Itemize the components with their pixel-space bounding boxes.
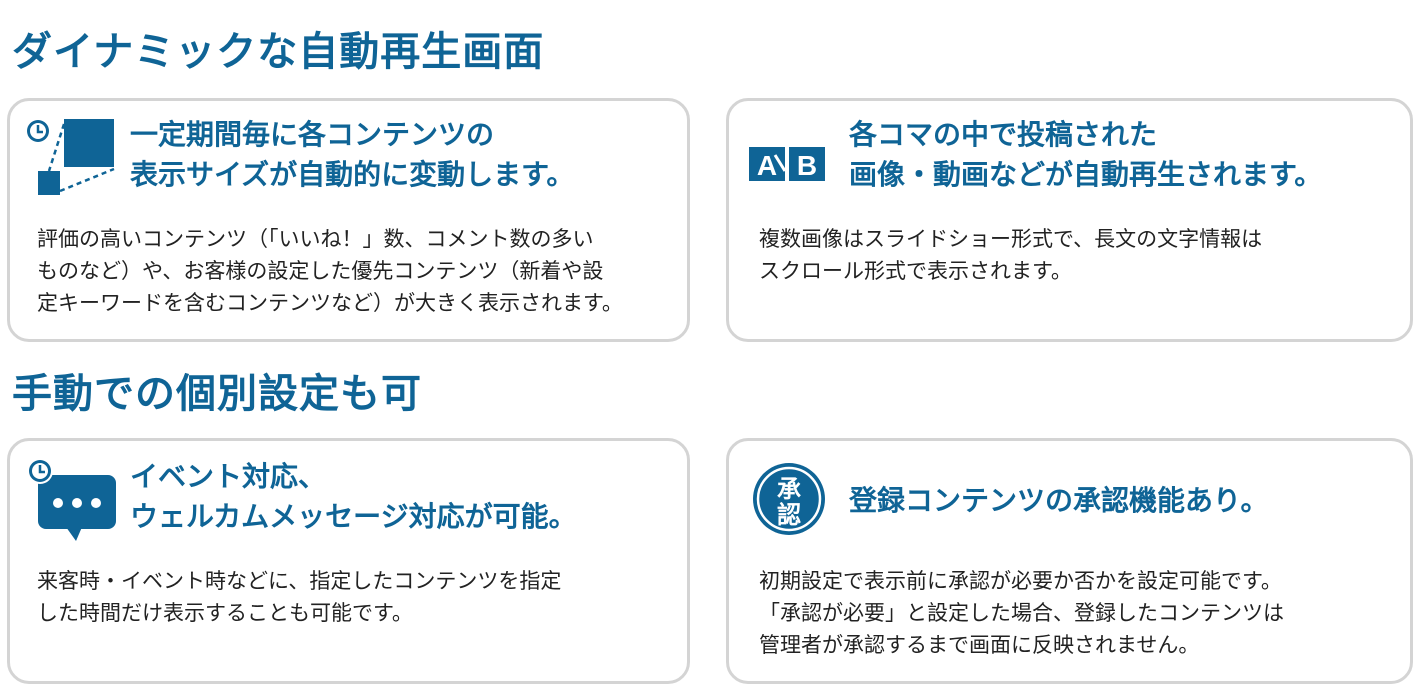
section-title-auto-play: ダイナミックな自動再生画面	[12, 29, 545, 75]
icon-letter-b: B	[797, 150, 817, 181]
feature-description: 初期設定で表示前に承認が必要か否かを設定可能です。 「承認が必要」と設定した場合…	[759, 569, 1284, 657]
feature-heading: イベント対応、 ウェルカムメッセージ対応が可能。	[130, 460, 577, 533]
feature-card-size-change: 一定期間毎に各コンテンツの 表示サイズが自動的に変動します。 評価の高いコンテン…	[7, 98, 690, 342]
a-to-b-icon: A B	[749, 147, 825, 181]
feature-card-approval: 承 認 登録コンテンツの承認機能あり。 初期設定で表示前に承認が必要か否かを設定…	[726, 438, 1413, 684]
feature-heading: 登録コンテンツの承認機能あり。	[849, 484, 1269, 517]
approval-stamp-icon: 承 認	[753, 463, 825, 535]
section-title-manual-settings: 手動での個別設定も可	[12, 371, 422, 417]
feature-card-auto-play: A B 各コマの中で投稿された 画像・動画などが自動再生されます。 複数画像はス…	[726, 98, 1413, 342]
stamp-char-bottom: 認	[777, 501, 801, 529]
feature-heading: 一定期間毎に各コンテンツの 表示サイズが自動的に変動します。	[130, 118, 575, 191]
clock-resize-icon	[27, 119, 115, 195]
feature-card-event-message: イベント対応、 ウェルカムメッセージ対応が可能。 来客時・イベント時などに、指定…	[7, 438, 690, 684]
feature-description: 評価の高いコンテンツ（「いいね！」数、コメント数の多い ものなど）や、お客様の設…	[37, 227, 623, 315]
feature-description: 来客時・イベント時などに、指定したコンテンツを指定 した時間だけ表示することも可…	[37, 569, 562, 625]
icon-letter-a: A	[757, 150, 777, 181]
feature-heading: 各コマの中で投稿された 画像・動画などが自動再生されます。	[849, 118, 1323, 191]
clock-chat-icon	[27, 458, 116, 541]
feature-description: 複数画像はスライドショー形式で、長文の文字情報は スクロール形式で表示されます。	[759, 227, 1263, 283]
stamp-char-top: 承	[777, 475, 801, 503]
